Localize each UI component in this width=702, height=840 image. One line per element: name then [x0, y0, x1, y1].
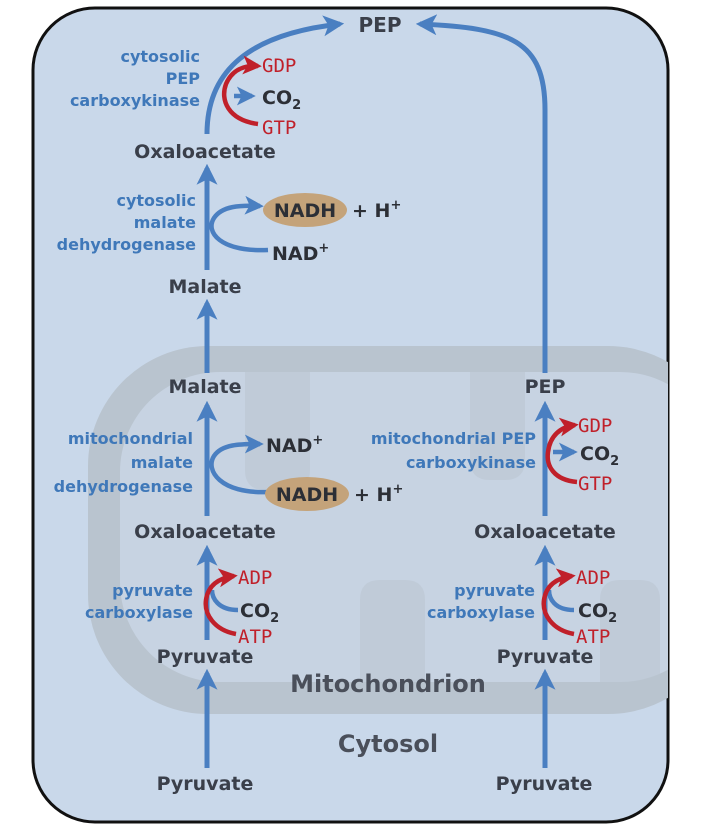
- oxaloacetate-cytosol: Oxaloacetate: [134, 141, 276, 163]
- pepck-cyt-gtp: GTP: [262, 117, 296, 139]
- oxaloacetate-mito-left: Oxaloacetate: [134, 521, 276, 543]
- nad-cytosol: NAD+: [272, 241, 329, 265]
- nadh-oval-cytosol: [263, 193, 347, 227]
- mdh-mito-line1: mitochondrial: [68, 429, 193, 448]
- cytosol-label: Cytosol: [338, 730, 438, 758]
- pepck-mito-gdp: GDP: [578, 415, 612, 437]
- mdh-cyt-line2: malate: [134, 213, 196, 232]
- pc-right-line1: pyruvate: [454, 581, 535, 600]
- pc-left-co2: CO2: [240, 600, 279, 626]
- nadh-mito: NADH: [276, 484, 338, 506]
- mdh-cyt-line3: dehydrogenase: [57, 235, 196, 254]
- pc-left-line1: pyruvate: [112, 581, 193, 600]
- pepck-cyt-gdp: GDP: [262, 55, 296, 77]
- h-plus-mito: + H+: [354, 482, 403, 506]
- left-pathway-arrows: [196, 15, 345, 768]
- pyruvate-cytosol-left: Pyruvate: [157, 773, 254, 795]
- pc-right-atp: ATP: [576, 626, 610, 648]
- malate-cytosol: Malate: [168, 276, 241, 298]
- pepck-mito-co2: CO2: [580, 443, 619, 469]
- h-plus-cytosol: + H+: [352, 198, 401, 222]
- nadh-cytosol: NADH: [274, 200, 336, 222]
- pepck-mito-line2: carboxykinase: [406, 453, 536, 472]
- pepck-cyt-line1: cytosolic: [120, 47, 200, 66]
- pc-left-atp: ATP: [238, 626, 272, 648]
- pepck-cyt-line3: carboxykinase: [70, 91, 200, 110]
- pc-right-line2: carboxylase: [427, 603, 535, 622]
- side-reaction-arrows: [209, 86, 578, 613]
- mitochondrion-label: Mitochondrion: [290, 670, 486, 698]
- pyruvate-mito-left: Pyruvate: [157, 646, 254, 668]
- pepck-cyt-line2: PEP: [166, 69, 201, 88]
- pyruvate-cytosol-right: Pyruvate: [496, 773, 593, 795]
- oxaloacetate-mito-right: Oxaloacetate: [474, 521, 616, 543]
- malate-mito: Malate: [168, 376, 241, 398]
- mdh-mito-line2: malate: [131, 453, 193, 472]
- nad-mito: NAD+: [266, 433, 323, 457]
- nadh-oval-mito: [265, 477, 349, 511]
- pep-mito: PEP: [525, 376, 566, 398]
- energy-arrows: [203, 55, 579, 637]
- pc-left-line2: carboxylase: [85, 603, 193, 622]
- pep-cytosol-label: PEP: [359, 13, 402, 37]
- pc-right-adp: ADP: [576, 567, 610, 589]
- pc-left-adp: ADP: [238, 567, 272, 589]
- pepck-mito-line1: mitochondrial PEP: [371, 429, 536, 448]
- pc-right-co2: CO2: [578, 600, 617, 626]
- pyruvate-mito-right: Pyruvate: [497, 646, 594, 668]
- mdh-mito-line3: dehydrogenase: [54, 477, 193, 496]
- pepck-cyt-co2: CO2: [262, 87, 301, 113]
- mdh-cyt-line1: cytosolic: [116, 191, 196, 210]
- pepck-mito-gtp: GTP: [578, 473, 612, 495]
